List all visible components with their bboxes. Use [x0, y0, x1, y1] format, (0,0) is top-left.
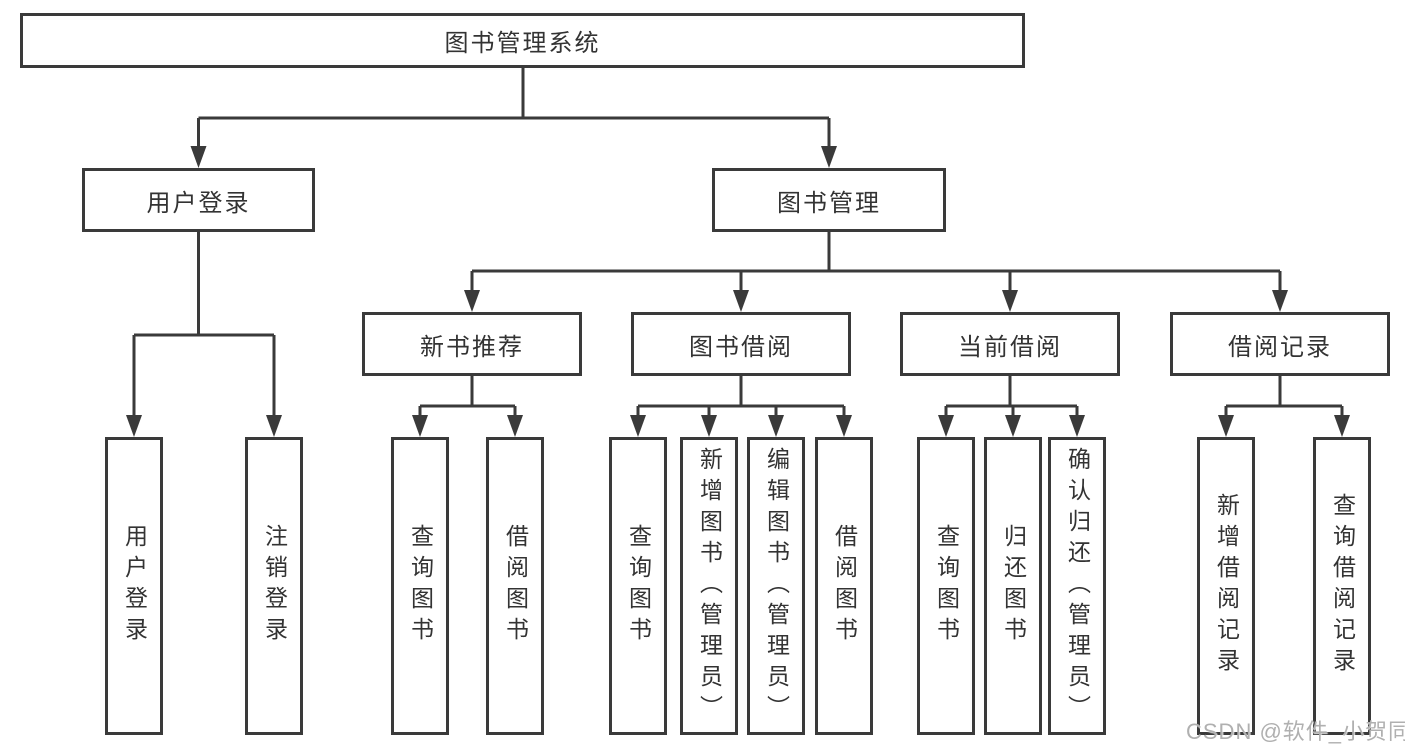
- node-label: 用户登录: [146, 189, 251, 217]
- leaf-borrow-books-recommend: 借阅图书: [486, 437, 544, 735]
- node-user-login: 用户登录: [82, 168, 315, 232]
- node-label: 图书管理系统: [444, 30, 601, 57]
- leaf-logout: 注销登录: [245, 437, 303, 735]
- node-label: 新增借阅记录: [1213, 493, 1240, 679]
- node-label: 归还图书: [1000, 524, 1027, 648]
- leaf-confirm-return-admin: 确认归还（管理员）: [1048, 437, 1106, 735]
- node-book-borrow: 图书借阅: [631, 312, 851, 376]
- leaf-query-borrow-record: 查询借阅记录: [1313, 437, 1371, 735]
- node-new-book-recommend: 新书推荐: [362, 312, 582, 376]
- node-current-borrow: 当前借阅: [900, 312, 1120, 376]
- node-label: 查询图书: [933, 524, 960, 648]
- leaf-query-books-borrow: 查询图书: [609, 437, 667, 735]
- leaf-add-book-admin: 新增图书（管理员）: [680, 437, 738, 735]
- node-label: 查询图书: [625, 524, 652, 648]
- node-label: 编辑图书（管理员）: [763, 446, 790, 726]
- leaf-return-book: 归还图书: [984, 437, 1042, 735]
- node-label: 图书借阅: [689, 333, 793, 361]
- node-borrow-records: 借阅记录: [1170, 312, 1390, 376]
- node-root-system: 图书管理系统: [20, 13, 1025, 68]
- node-book-management: 图书管理: [712, 168, 946, 232]
- leaf-edit-book-admin: 编辑图书（管理员）: [747, 437, 805, 735]
- node-label: 借阅图书: [502, 524, 529, 648]
- node-label: 新书推荐: [420, 333, 524, 361]
- node-label: 注销登录: [261, 524, 288, 648]
- leaf-query-books-recommend: 查询图书: [391, 437, 449, 735]
- node-label: 当前借阅: [958, 333, 1062, 361]
- node-label: 确认归还（管理员）: [1064, 446, 1091, 726]
- leaf-query-books-current: 查询图书: [917, 437, 975, 735]
- watermark: CSDN @软件_小贺同学: [1186, 719, 1405, 744]
- node-label: 查询图书: [407, 524, 434, 648]
- node-label: 借阅记录: [1228, 333, 1332, 361]
- leaf-user-login: 用户登录: [105, 437, 163, 735]
- node-label: 查询借阅记录: [1329, 493, 1356, 679]
- leaf-add-borrow-record: 新增借阅记录: [1197, 437, 1255, 735]
- node-label: 用户登录: [121, 524, 148, 648]
- node-label: 借阅图书: [831, 524, 858, 648]
- node-label: 新增图书（管理员）: [696, 446, 723, 726]
- leaf-borrow-books: 借阅图书: [815, 437, 873, 735]
- node-label: 图书管理: [777, 189, 881, 217]
